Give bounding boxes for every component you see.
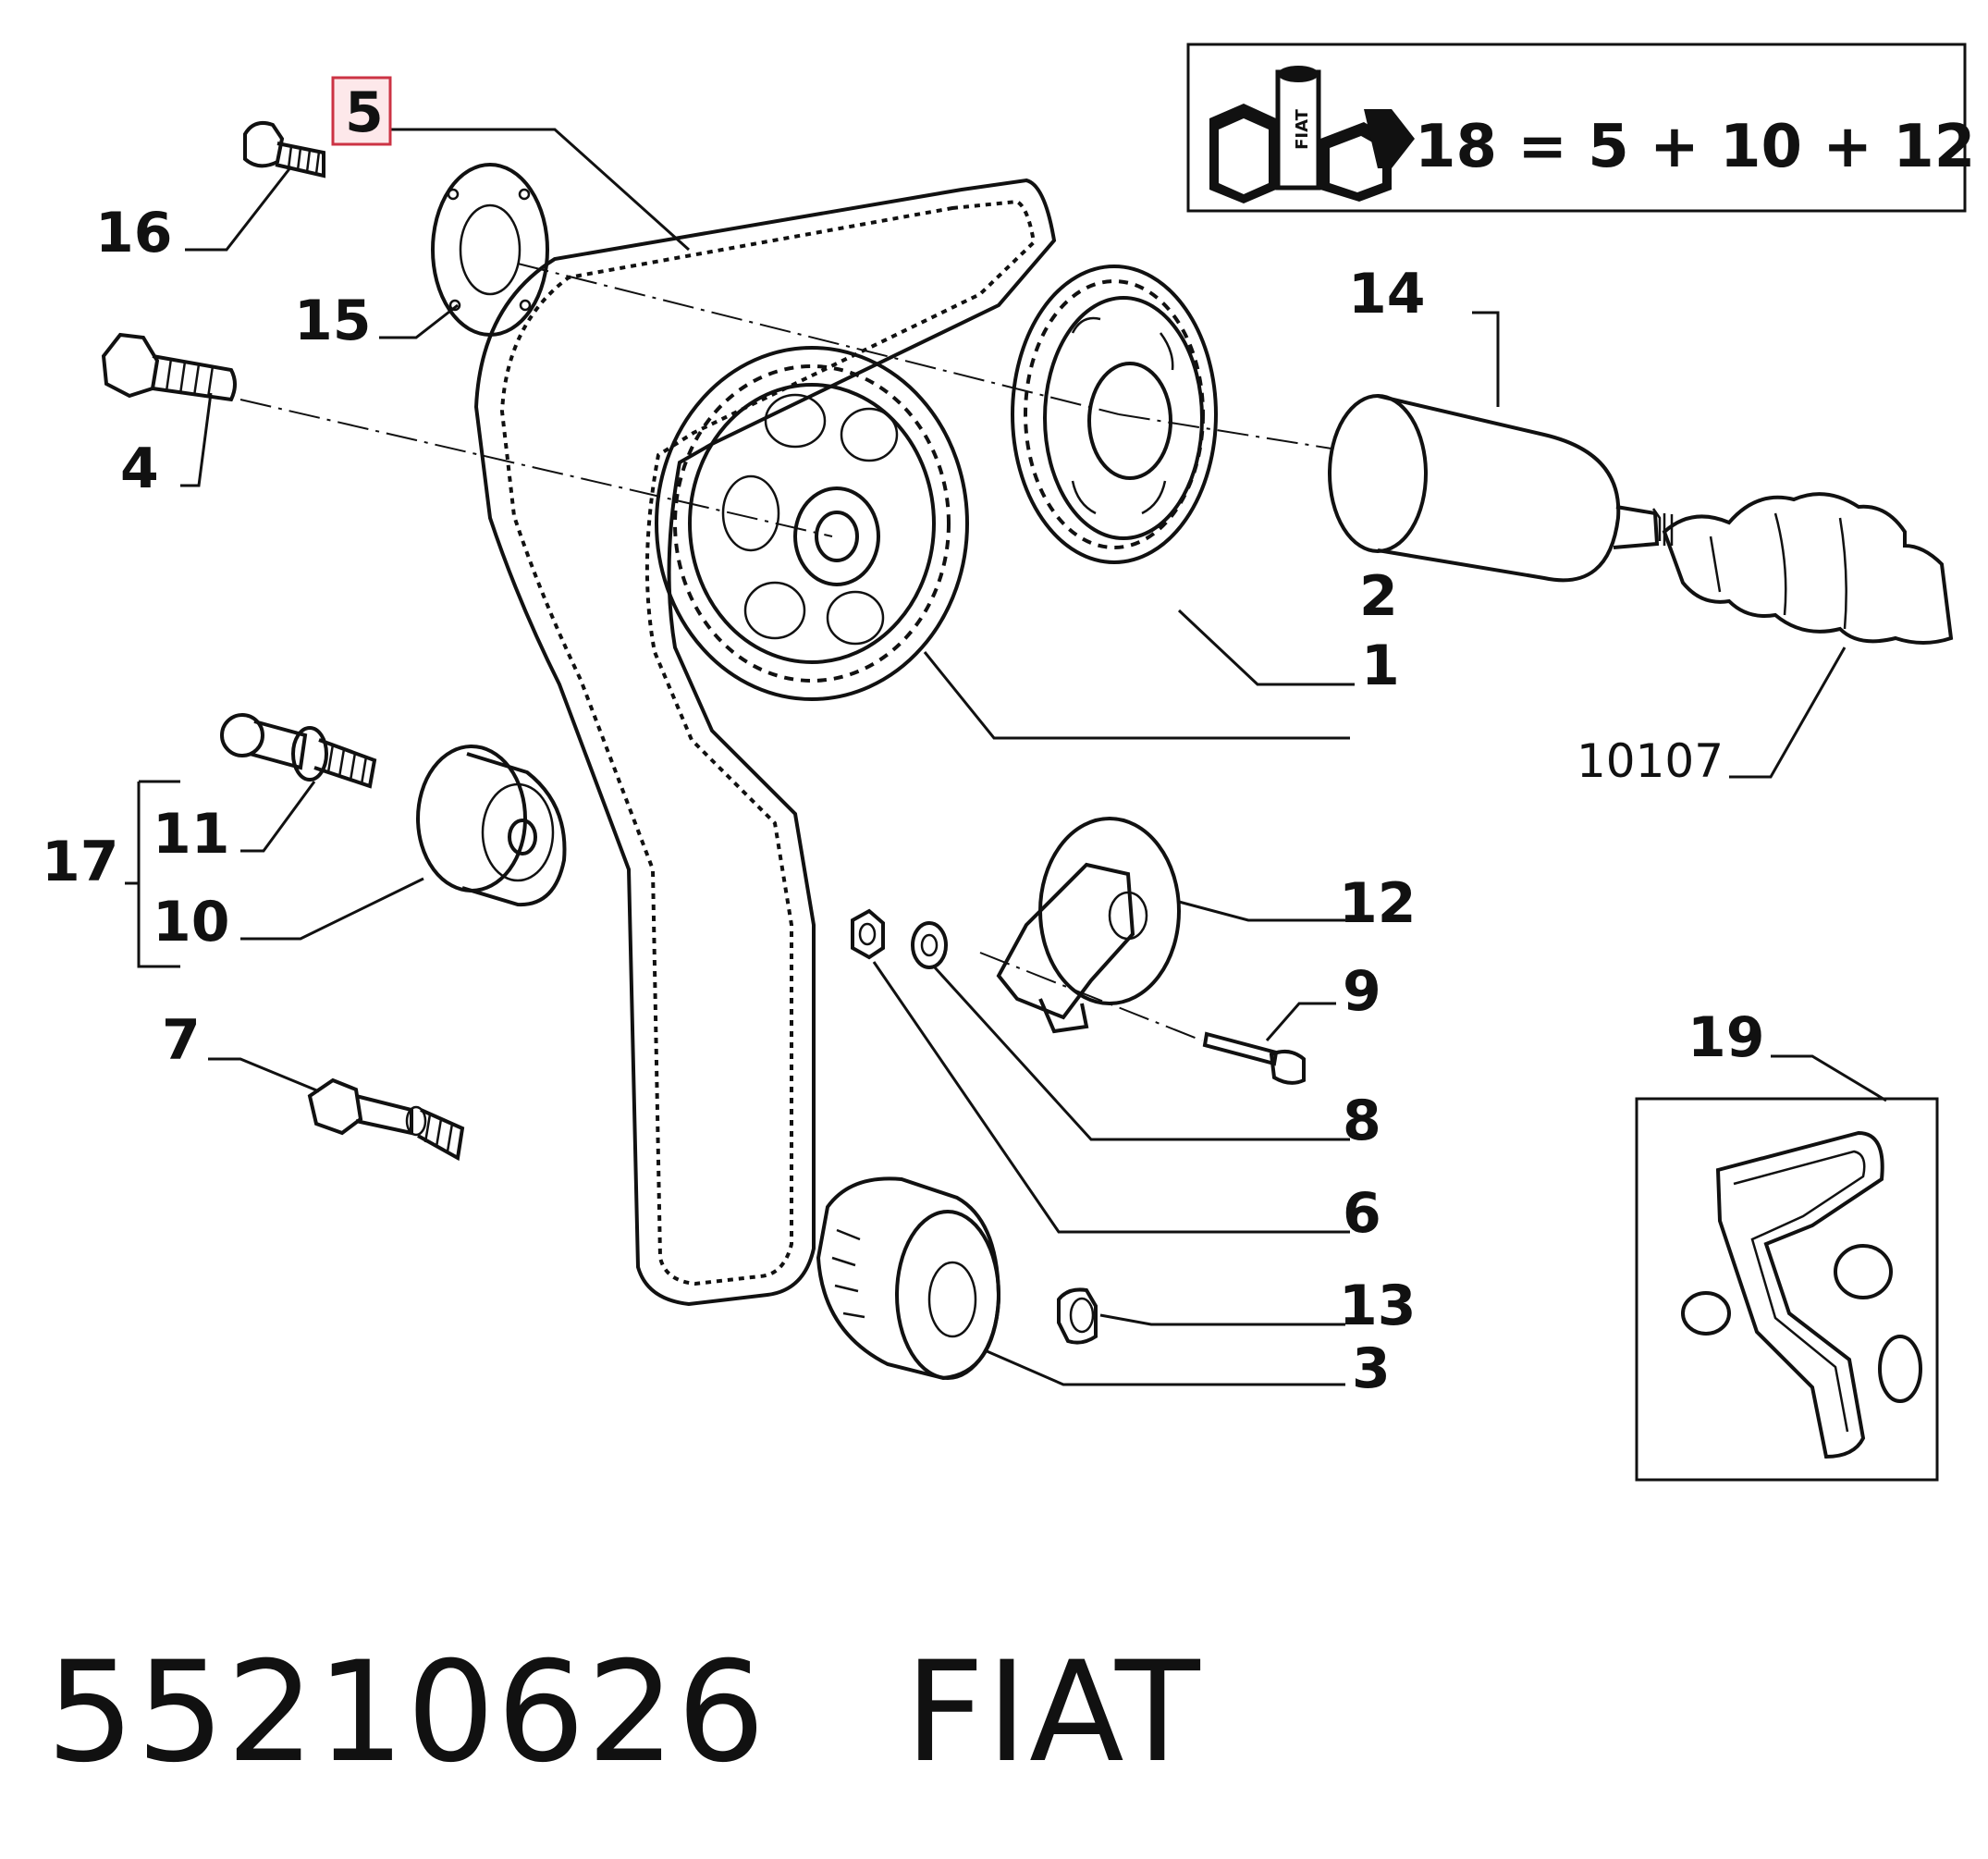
flange-washer-15 <box>431 163 549 337</box>
nut-6 <box>851 908 885 960</box>
kit-formula: 18 = 5 + 10 + 12 <box>1415 113 1975 181</box>
callout-16: 16 <box>95 201 173 265</box>
footer-caption: 55210626 FIAT <box>46 1632 1202 1793</box>
pin-9 <box>1202 1031 1306 1085</box>
cylinder-part-14 <box>1328 394 1674 583</box>
callout-8: 8 <box>1343 1089 1381 1153</box>
callout-14: 14 <box>1348 262 1426 326</box>
brand-name: FIAT <box>904 1632 1202 1793</box>
reference-10107: 10107 <box>1577 734 1724 788</box>
callout-7: 7 <box>162 1008 201 1073</box>
screw-16 <box>243 121 325 179</box>
callout-12: 12 <box>1339 871 1417 936</box>
assembly-axes <box>239 263 1332 1041</box>
washer-8 <box>911 921 948 969</box>
callout-1: 1 <box>1361 634 1400 698</box>
callout-15: 15 <box>294 289 372 353</box>
bolt-4 <box>101 332 237 402</box>
callout-17: 17 <box>42 830 119 894</box>
camshaft-sprocket-1 <box>655 346 969 701</box>
kit-info-box: FIAT 18 = 5 + 10 + 12 <box>1186 43 1975 213</box>
callout-2: 2 <box>1359 564 1398 629</box>
callout-labels: 5 16 15 4 14 2 1 10107 11 17 10 7 12 9 8… <box>42 76 1765 1401</box>
leader-lines <box>125 128 1887 1386</box>
callout-3: 3 <box>1352 1336 1391 1401</box>
inset-kit-19 <box>1635 1097 1939 1482</box>
fiat-kit-boxes-icon: FIAT <box>1209 66 1415 203</box>
highlight-box-5 <box>331 76 392 146</box>
callout-5: 5 <box>345 80 384 145</box>
tensioner-12 <box>996 817 1181 1034</box>
callout-9: 9 <box>1343 959 1381 1024</box>
idler-pulley-10 <box>416 745 567 907</box>
spacer-13 <box>1057 1287 1098 1345</box>
timing-belt <box>473 178 1057 1307</box>
crankshaft-sprocket-3 <box>816 1176 1001 1381</box>
stud-7 <box>307 1077 465 1162</box>
camshaft-sprocket-2 <box>1011 265 1218 564</box>
callout-11: 11 <box>153 802 230 867</box>
part-number: 55210626 <box>46 1632 767 1793</box>
stud-11 <box>220 713 377 789</box>
camshaft-reference-10107 <box>1662 492 1954 645</box>
callout-4: 4 <box>120 437 159 501</box>
callout-10: 10 <box>153 890 230 954</box>
callout-13: 13 <box>1339 1274 1417 1338</box>
callout-19: 19 <box>1687 1005 1765 1070</box>
svg-text:FIAT: FIAT <box>1293 108 1312 150</box>
callout-6: 6 <box>1343 1181 1381 1246</box>
